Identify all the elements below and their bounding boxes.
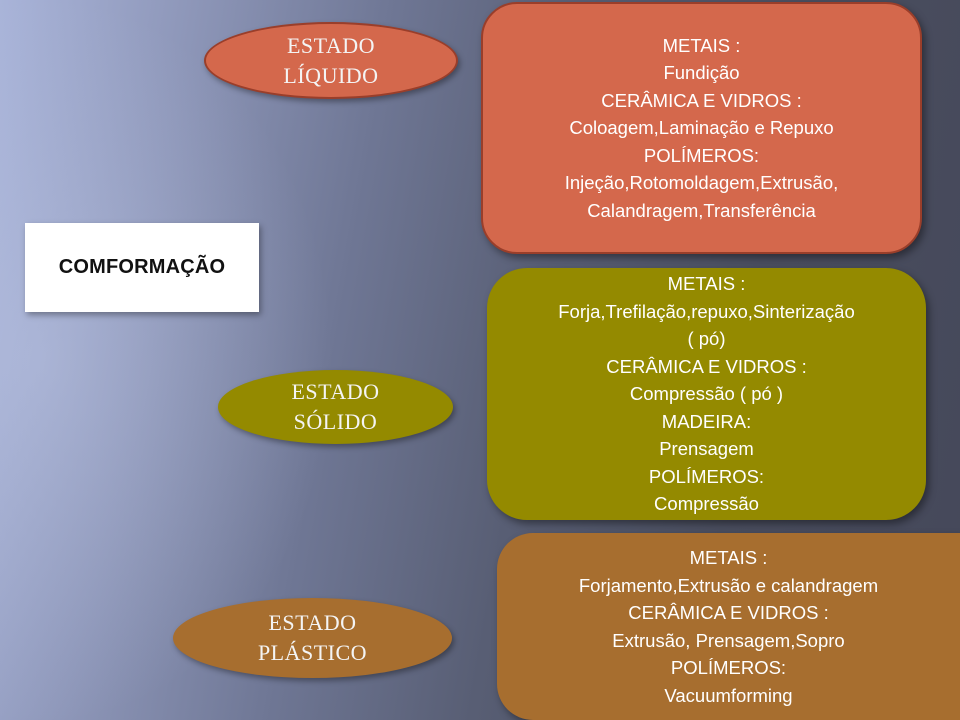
liquid-ceramics-processes: Coloagem,Laminação e Repuxo xyxy=(569,117,834,139)
liquid-polymers-heading: POLÍMEROS: xyxy=(643,144,760,166)
solid-polymers-processes: Compressão xyxy=(654,493,759,515)
solid-state-node: ESTADO SÓLIDO xyxy=(218,370,453,444)
plastic-state-label: ESTADO PLÁSTICO xyxy=(257,610,368,665)
solid-polymers-heading: POLÍMEROS: xyxy=(648,465,765,487)
solid-metals-processes-1: Forja,Trefilação,repuxo,Sinterização xyxy=(558,300,855,322)
solid-metals-processes-2: ( pó) xyxy=(687,328,726,350)
liquid-metals-processes: Fundição xyxy=(663,62,740,84)
plastic-ceramics-processes: Extrusão, Prensagem,Sopro xyxy=(612,629,845,651)
liquid-polymers-processes-1: Injeção,Rotomoldagem,Extrusão, xyxy=(564,172,839,194)
plastic-metals-heading: METAIS : xyxy=(689,547,768,568)
plastic-polymers-processes: Vacuumforming xyxy=(664,684,793,706)
liquid-ceramics-heading: CERÂMICA E VIDROS : xyxy=(601,89,802,111)
liquid-state-node: ESTADO LÍQUIDO xyxy=(204,22,458,99)
plastic-metals-processes: Forjamento,Extrusão e calandragem xyxy=(578,574,879,596)
solid-metals-heading: METAIS : xyxy=(667,273,746,295)
liquid-state-label: ESTADO LÍQUIDO xyxy=(283,32,379,88)
plastic-processes-box: METAIS : Forjamento,Extrusão e calandrag… xyxy=(497,533,960,720)
plastic-ceramics-heading: CERÂMICA E VIDROS : xyxy=(628,602,829,623)
solid-ceramics-processes: Compressão ( pó ) xyxy=(629,383,784,405)
root-label: COMFORMAÇÃO xyxy=(58,256,226,278)
plastic-polymers-heading: POLÍMEROS: xyxy=(670,657,787,678)
solid-ceramics-heading: CERÂMICA E VIDROS : xyxy=(606,355,807,377)
liquid-processes-box: METAIS : Fundição CERÂMICA E VIDROS : Co… xyxy=(481,2,922,254)
liquid-polymers-processes-2: Calandragem,Transferência xyxy=(587,199,816,221)
conformation-root-box: COMFORMAÇÃO xyxy=(25,223,259,312)
solid-wood-processes: Prensagem xyxy=(659,438,754,460)
liquid-metals-heading: METAIS : xyxy=(662,34,741,56)
plastic-state-node: ESTADO PLÁSTICO xyxy=(173,598,452,678)
solid-processes-box: METAIS : Forja,Trefilação,repuxo,Sinteri… xyxy=(487,268,926,520)
solid-state-label: ESTADO SÓLIDO xyxy=(291,379,380,434)
solid-wood-heading: MADEIRA: xyxy=(661,410,752,432)
